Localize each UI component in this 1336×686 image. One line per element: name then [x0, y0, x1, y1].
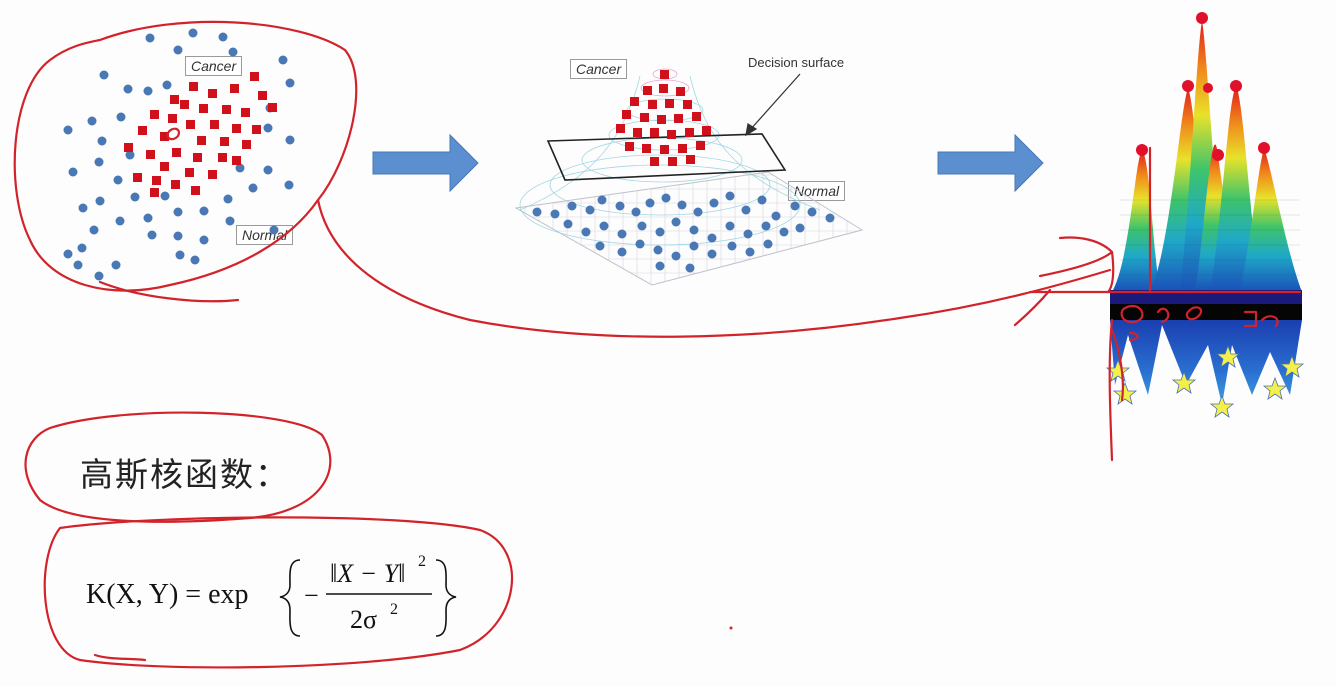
right-brace — [435, 559, 457, 637]
formula-numerator-exponent: 2 — [418, 553, 426, 570]
right-arrow-icon — [372, 133, 479, 193]
handwritten-annotations — [13, 20, 1302, 669]
decision-surface-label: Decision surface — [748, 55, 845, 70]
peak-markers — [1136, 12, 1270, 161]
cancer-points-2d — [124, 72, 277, 197]
formula-denominator-exponent: 2 — [390, 601, 398, 618]
gaussian-kernel-heading: 高斯核函数： — [80, 455, 290, 494]
decision-pointer-arrow — [745, 73, 801, 137]
formula-lhs: K(X, Y) = exp — [86, 579, 249, 610]
left-brace — [279, 559, 301, 637]
stray-dot — [729, 626, 733, 630]
normal-points-2d — [63, 28, 295, 281]
cancer-label-3d: Cancer — [570, 59, 628, 79]
normal-points-3d — [532, 191, 835, 273]
formula-denominator: 2σ — [350, 605, 377, 634]
cancer-points-3d — [616, 70, 711, 166]
formula-numerator: ‖X − Y‖ — [330, 559, 406, 588]
gaussian-peaks-surface — [1110, 20, 1302, 405]
cancer-label-2d: Cancer — [185, 56, 243, 76]
right-arrow-icon-2 — [937, 133, 1044, 193]
gaussian-kernel-formula: K(X, Y) = exp − ‖X − Y‖ 2 2σ 2 — [86, 553, 457, 637]
formula-minus: − — [304, 581, 319, 610]
